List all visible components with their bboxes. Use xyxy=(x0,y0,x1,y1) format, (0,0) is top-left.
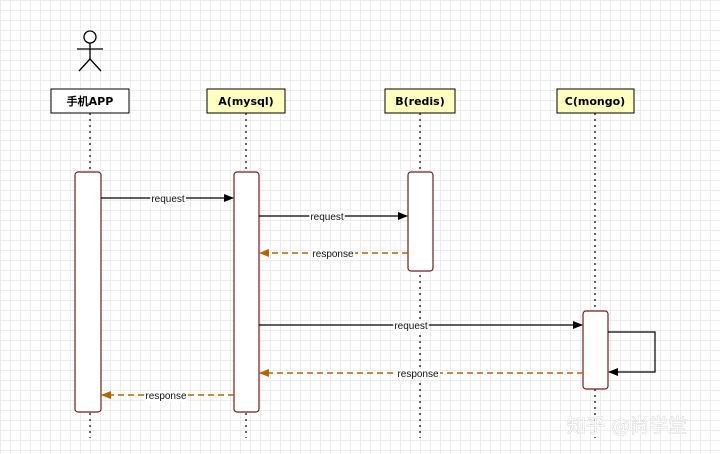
actor-stick-figure-icon xyxy=(77,30,103,72)
lifelines xyxy=(89,113,596,438)
message-m5[interactable]: response xyxy=(259,369,583,380)
activation-bars xyxy=(74,171,609,413)
message-m6[interactable]: response xyxy=(101,391,234,402)
message-m2-label: request xyxy=(310,212,344,223)
label-background xyxy=(396,369,441,380)
participant-app[interactable]: 手机APP xyxy=(50,88,130,114)
message-m1[interactable]: request xyxy=(101,194,234,205)
message-m5-label: response xyxy=(397,369,439,380)
message-m3-label: response xyxy=(312,249,354,260)
participant-b-label: B(redis) xyxy=(395,95,445,108)
participant-a-label: A(mysql) xyxy=(218,95,273,108)
message-m6-label: response xyxy=(145,391,187,402)
message-m3[interactable]: response xyxy=(259,249,408,260)
label-background xyxy=(309,212,345,223)
self-call-loop xyxy=(608,331,656,376)
participant-c-label: C(mongo) xyxy=(565,95,625,108)
activation-b xyxy=(407,171,434,272)
watermark-text: 知乎 @尚学堂 xyxy=(567,415,687,437)
label-background xyxy=(150,194,186,205)
participant-b-box xyxy=(384,88,456,114)
participant-b[interactable]: B(redis) xyxy=(384,88,456,114)
message-m4-label: request xyxy=(394,321,428,332)
activation-a xyxy=(233,171,260,413)
participant-app-box xyxy=(50,88,130,114)
message-m2[interactable]: request xyxy=(259,212,408,223)
message-m4[interactable]: request xyxy=(259,321,583,332)
participant-c[interactable]: C(mongo) xyxy=(556,88,635,114)
participant-a[interactable]: A(mysql) xyxy=(206,88,286,114)
participant-c-box xyxy=(556,88,635,114)
label-background xyxy=(144,391,189,402)
participant-app-label: 手机APP xyxy=(67,94,114,108)
participant-a-box xyxy=(206,88,286,114)
label-background xyxy=(311,249,356,260)
activation-c xyxy=(582,310,609,390)
label-background xyxy=(393,321,429,332)
activation-app xyxy=(74,171,102,413)
message-m1-label: request xyxy=(151,194,185,205)
